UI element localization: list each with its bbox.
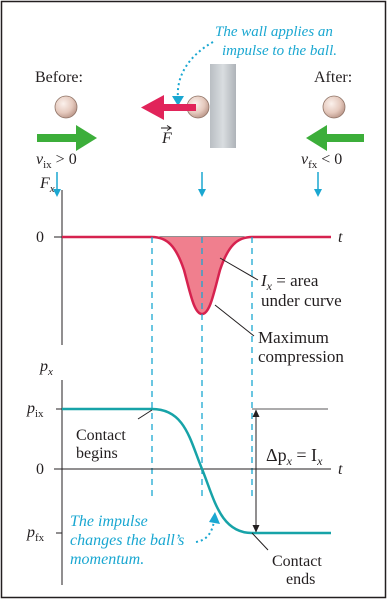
contact-ends-label-2: ends — [286, 571, 315, 588]
max-compression-leader — [214, 304, 255, 337]
momentum-t-label: t — [338, 461, 343, 478]
wall-callout-arrowhead — [172, 96, 184, 106]
delta-p-arrow-top — [252, 409, 260, 417]
contact-begins-leader — [137, 409, 153, 420]
before-label: Before: — [35, 69, 83, 86]
contact-ends-leader — [251, 532, 269, 551]
momentum-curve — [62, 407, 331, 535]
wall-callout-text-1: The wall applies an — [215, 24, 333, 40]
impulse-label: Ix = area — [260, 271, 319, 293]
force-arrow — [141, 95, 196, 120]
impulse-note-1: The impulse — [70, 513, 148, 530]
max-compression-label-2: compression — [258, 347, 344, 366]
contact-begins-label-2: begins — [76, 445, 118, 462]
impulse-note-2: changes the ball’s — [70, 532, 184, 549]
velocity-after-arrow — [306, 125, 364, 151]
force-t-label: t — [338, 229, 343, 246]
momentum-graph: px pix 0 pfx t Δpx = Ix Contact begins C… — [26, 358, 343, 588]
force-zero-label: 0 — [36, 229, 44, 246]
contact-ends-label-1: Contact — [272, 553, 322, 570]
wall-callout: The wall applies an impulse to the ball. — [172, 24, 337, 106]
impulse-leader — [219, 257, 259, 281]
wall-callout-text-2: impulse to the ball. — [222, 43, 337, 59]
wall-callout-pointer — [176, 41, 214, 99]
ball-after — [322, 95, 346, 119]
ball-before — [54, 95, 78, 119]
momentum-y-axis-label: px — [39, 358, 53, 378]
force-symbol: F — [161, 130, 172, 147]
delta-p-label: Δpx = Ix — [266, 445, 323, 468]
after-label: After: — [314, 69, 352, 86]
pix-label: pix — [26, 400, 44, 420]
v-final-label: vfx < 0 — [301, 151, 342, 171]
pfx-label: pfx — [26, 524, 45, 544]
velocity-before-arrow — [37, 125, 97, 151]
impulse-note-3: momentum. — [70, 551, 144, 568]
force-y-axis-label: Fx — [39, 175, 55, 195]
force-label: F — [161, 125, 172, 147]
v-initial-label: vix > 0 — [36, 151, 77, 171]
force-graph: Fx 0 t Ix = area under curve Maximum com… — [36, 175, 344, 366]
momentum-zero-label: 0 — [36, 461, 44, 478]
delta-p-arrow-bottom — [252, 525, 260, 533]
max-compression-label-1: Maximum — [258, 328, 329, 347]
impulse-label-line2: under curve — [261, 291, 342, 310]
contact-begins-label-1: Contact — [76, 427, 126, 444]
wall — [210, 64, 236, 148]
impulse-note-pointer — [195, 520, 215, 543]
impulse-note-arrowhead — [209, 512, 220, 524]
